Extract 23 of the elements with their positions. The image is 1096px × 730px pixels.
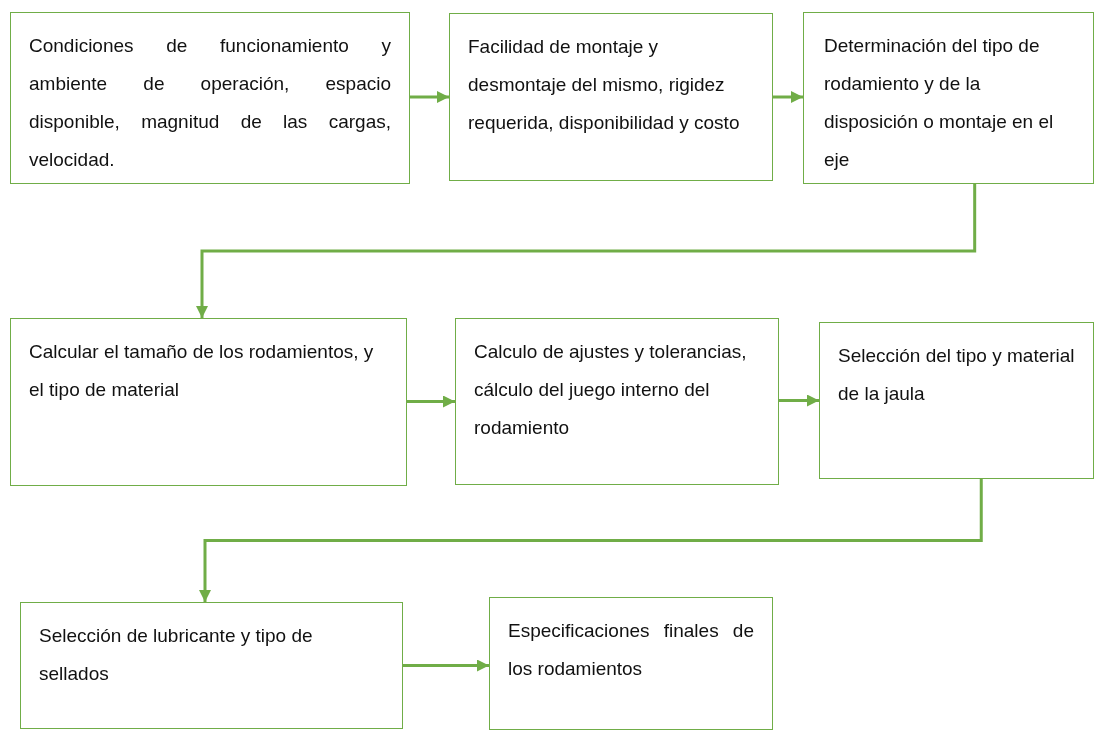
box-text: Calculo de ajustes y tolerancias, cálculo del juego interno del rodamiento bbox=[474, 340, 748, 440]
process-box bbox=[489, 597, 773, 730]
arrow bbox=[196, 184, 977, 318]
arrow bbox=[779, 394, 819, 407]
box-text: Condiciones de funcionamiento y ambiente de operación, espacio disponible, magnitud de las cargas, velocidad. bbox=[29, 34, 391, 172]
process-box bbox=[20, 602, 403, 729]
process-box bbox=[10, 12, 410, 184]
arrow bbox=[407, 395, 455, 408]
arrow bbox=[403, 659, 489, 672]
process-box bbox=[455, 318, 779, 485]
process-box bbox=[819, 322, 1094, 479]
box-text: Selección de lubricante y tipo de sellados bbox=[39, 624, 314, 686]
process-box bbox=[449, 13, 773, 181]
box-text: Facilidad de montaje y desmontaje del mismo, rigidez requerida, disponibilidad y costo bbox=[468, 35, 741, 135]
box-text: Calcular el tamaño de los rodamientos, y el tipo de material bbox=[29, 340, 375, 402]
box-text: Determinación del tipo de rodamiento y de la disposición o montaje en el eje bbox=[824, 34, 1055, 172]
arrow bbox=[773, 91, 803, 103]
box-text: Especificaciones finales de los rodamientos bbox=[508, 619, 754, 681]
arrow bbox=[410, 91, 449, 103]
process-box bbox=[803, 12, 1094, 184]
box-text: Selección del tipo y material de la jaula bbox=[838, 344, 1075, 406]
process-box bbox=[10, 318, 407, 486]
arrow bbox=[199, 479, 983, 602]
